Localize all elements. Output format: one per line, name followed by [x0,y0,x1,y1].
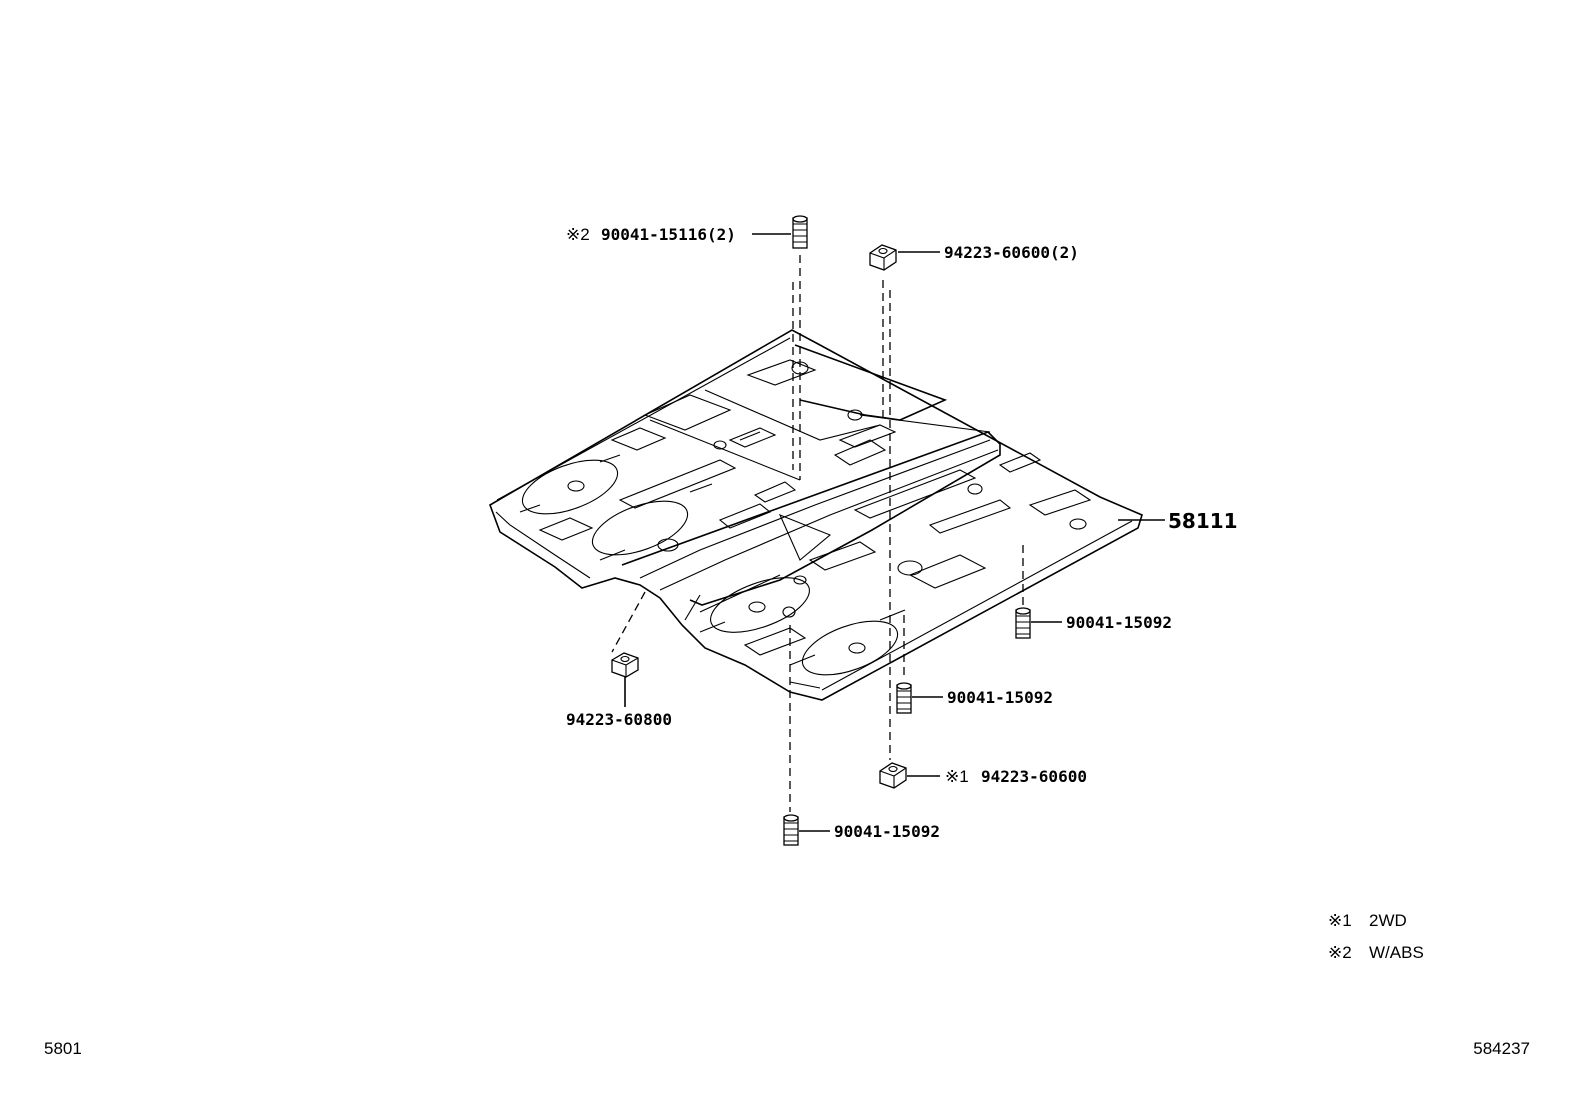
note-mark-1: ※1 [1328,911,1352,930]
callout-bolt-right[interactable]: 90041-15092 [1066,613,1172,632]
callout-mark-bolt-top: ※2 [566,225,590,244]
assembly-guide-lines [611,255,1024,812]
corner-code-left: 5801 [44,1039,82,1058]
notes-legend: ※1 2WD ※2 W/ABS [1328,911,1424,962]
callout-panel[interactable]: 58111 [1168,509,1238,533]
floor-pan-panel[interactable] [489,329,1143,701]
note-text-1: 2WD [1369,911,1407,930]
nut-left-part[interactable] [611,652,639,678]
bolt-top-part[interactable] [792,215,808,249]
callout-nut-left[interactable]: 94223-60800 [566,710,672,729]
callout-nut-bottom[interactable]: 94223-60600 [981,767,1087,786]
callout-nut-top[interactable]: 94223-60600(2) [944,243,1079,262]
callout-bolt-top[interactable]: 90041-15116(2) [601,225,736,244]
corner-code-right: 584237 [1473,1039,1530,1058]
nut-bottom-part[interactable] [879,762,907,789]
leader-lines [624,233,1165,832]
note-mark-2: ※2 [1328,943,1352,962]
callout-mark-nut-bottom: ※1 [945,767,969,786]
nut-top-part[interactable] [869,244,897,271]
callout-bolt-mid[interactable]: 90041-15092 [947,688,1053,707]
bolt-right-part[interactable] [1015,607,1031,639]
note-text-2: W/ABS [1369,943,1424,962]
callout-bolt-bottom[interactable]: 90041-15092 [834,822,940,841]
bolt-bottom-part[interactable] [783,814,799,846]
bolt-mid-part[interactable] [896,682,912,714]
